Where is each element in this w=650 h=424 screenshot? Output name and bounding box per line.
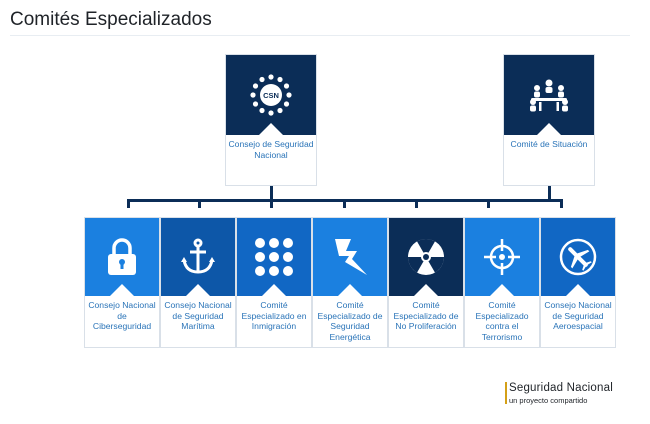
page-title: Comités Especializados	[10, 9, 212, 30]
card-label: Consejo Nacional de Ciberseguridad	[88, 300, 156, 331]
logo-accent-bar	[505, 382, 507, 404]
card-seguridad-energetica[interactable]: Comité Especializado de Seguridad Energé…	[312, 217, 388, 348]
radiation-icon	[408, 238, 444, 275]
connector-line	[270, 186, 273, 201]
anchor-icon	[181, 238, 215, 274]
connector-line	[548, 186, 551, 201]
card-label: Comité Especializado de No Proliferación	[393, 300, 459, 331]
logo-line1: Seguridad Nacional	[509, 382, 613, 394]
title-divider	[10, 35, 630, 36]
airplane-icon	[559, 238, 597, 276]
card-ciberseguridad[interactable]: Consejo Nacional de Ciberseguridad	[84, 217, 160, 348]
card-label: Comité de Situación	[510, 139, 588, 149]
connector-line	[270, 199, 273, 208]
padlock-icon	[108, 238, 136, 275]
connector-line	[560, 199, 563, 208]
card-seguridad-maritima[interactable]: Consejo Nacional de Seguridad Marítima	[160, 217, 236, 348]
card-label: Comité Especializado en Inmigración	[241, 300, 307, 331]
svg-text:CSN: CSN	[263, 91, 279, 100]
connector-line	[487, 199, 490, 208]
card-label: Consejo de Seguridad Nacional	[228, 139, 314, 160]
connector-line	[127, 199, 130, 208]
card-consejo-seguridad-nacional[interactable]: CSN Consejo de Seguridad Nacional	[225, 54, 317, 186]
connector-line	[415, 199, 418, 208]
csn-icon: CSN	[250, 74, 292, 116]
card-label: Consejo Nacional de Seguridad Marítima	[164, 300, 232, 331]
logo-line2: un proyecto compartido	[509, 396, 588, 405]
card-label: Consejo Nacional de Seguridad Aeroespaci…	[544, 300, 612, 331]
card-seguridad-aeroespacial[interactable]: Consejo Nacional de Seguridad Aeroespaci…	[540, 217, 616, 348]
card-label: Comité Especializado de Seguridad Energé…	[317, 300, 383, 342]
meeting-icon	[530, 79, 568, 112]
crosshair-icon	[484, 239, 520, 275]
connector-line	[198, 199, 201, 208]
connector-line	[343, 199, 346, 208]
lightning-icon	[335, 239, 367, 275]
card-label: Comité Especializado contra el Terrorism…	[475, 300, 529, 342]
card-inmigracion[interactable]: Comité Especializado en Inmigración	[236, 217, 312, 348]
card-no-proliferacion[interactable]: Comité Especializado de No Proliferación	[388, 217, 464, 348]
card-terrorismo[interactable]: Comité Especializado contra el Terrorism…	[464, 217, 540, 348]
dots-grid-icon	[255, 238, 293, 276]
card-comite-situacion[interactable]: Comité de Situación	[503, 54, 595, 186]
